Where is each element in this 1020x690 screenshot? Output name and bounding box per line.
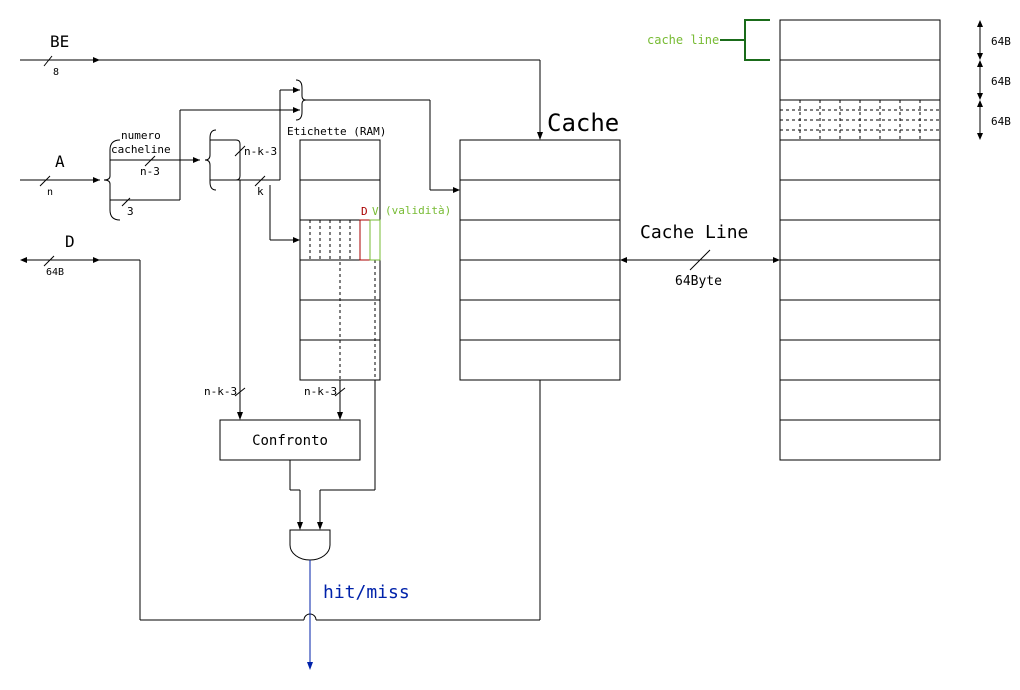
d-label: D [65, 232, 75, 251]
line-number-splitter: n-k-3 k [204, 87, 300, 420]
cache-line-link: Cache Line 64Byte [620, 222, 780, 289]
splitter2-upper-width: n-k-3 [244, 145, 277, 158]
compare-inputs: n-k-3 n-k-3 [204, 385, 346, 398]
comparator: Confronto [219, 419, 361, 530]
row-size-2: 64B [991, 75, 1011, 88]
tag-ram-title: Etichette (RAM) [287, 125, 386, 138]
cache-line-legend: cache line [647, 19, 770, 61]
cache-title: Cache [547, 109, 619, 137]
compare-right-width: n-k-3 [304, 385, 337, 398]
main-memory [779, 19, 941, 461]
dirty-bit-label: D [361, 205, 368, 218]
valid-bit-note: (validità) [385, 204, 451, 217]
tag-bus-brace [295, 79, 460, 193]
cache-line-link-title: Cache Line [640, 222, 748, 243]
a-width: n [47, 187, 53, 198]
splitter-upper-width: n-3 [140, 165, 160, 178]
splitter2-lower-width: k [257, 185, 264, 198]
compare-left-width: n-k-3 [204, 385, 237, 398]
cache-line-link-width: 64Byte [675, 274, 722, 289]
d-signal: D 64B [20, 232, 541, 621]
splitter-label-cacheline: cacheline [111, 143, 171, 156]
be-label: BE [50, 32, 69, 51]
splitter-lower-width: 3 [127, 205, 134, 218]
row-size-1: 64B [991, 35, 1011, 48]
and-gate: hit/miss [289, 529, 410, 670]
hit-miss-label: hit/miss [323, 582, 410, 603]
a-signal: A n [20, 152, 100, 198]
valid-bit-cell [369, 219, 381, 261]
a-label: A [55, 152, 65, 171]
splitter-label-numero: numero [121, 129, 161, 142]
cache-line-legend-label: cache line [647, 33, 719, 47]
address-splitter: numero cacheline n-3 3 [103, 107, 300, 221]
valid-bit-label: V [372, 205, 379, 218]
tag-ram: Etichette (RAM) D V (validità) [287, 125, 451, 530]
d-width: 64B [46, 267, 64, 278]
row-size-3: 64B [991, 115, 1011, 128]
cache-block: Cache [459, 109, 621, 381]
be-signal: BE 8 [20, 32, 543, 140]
be-width: 8 [53, 67, 59, 78]
row-size-indicators: 64B 64B 64B [977, 20, 1011, 140]
comparator-label: Confronto [252, 433, 328, 449]
